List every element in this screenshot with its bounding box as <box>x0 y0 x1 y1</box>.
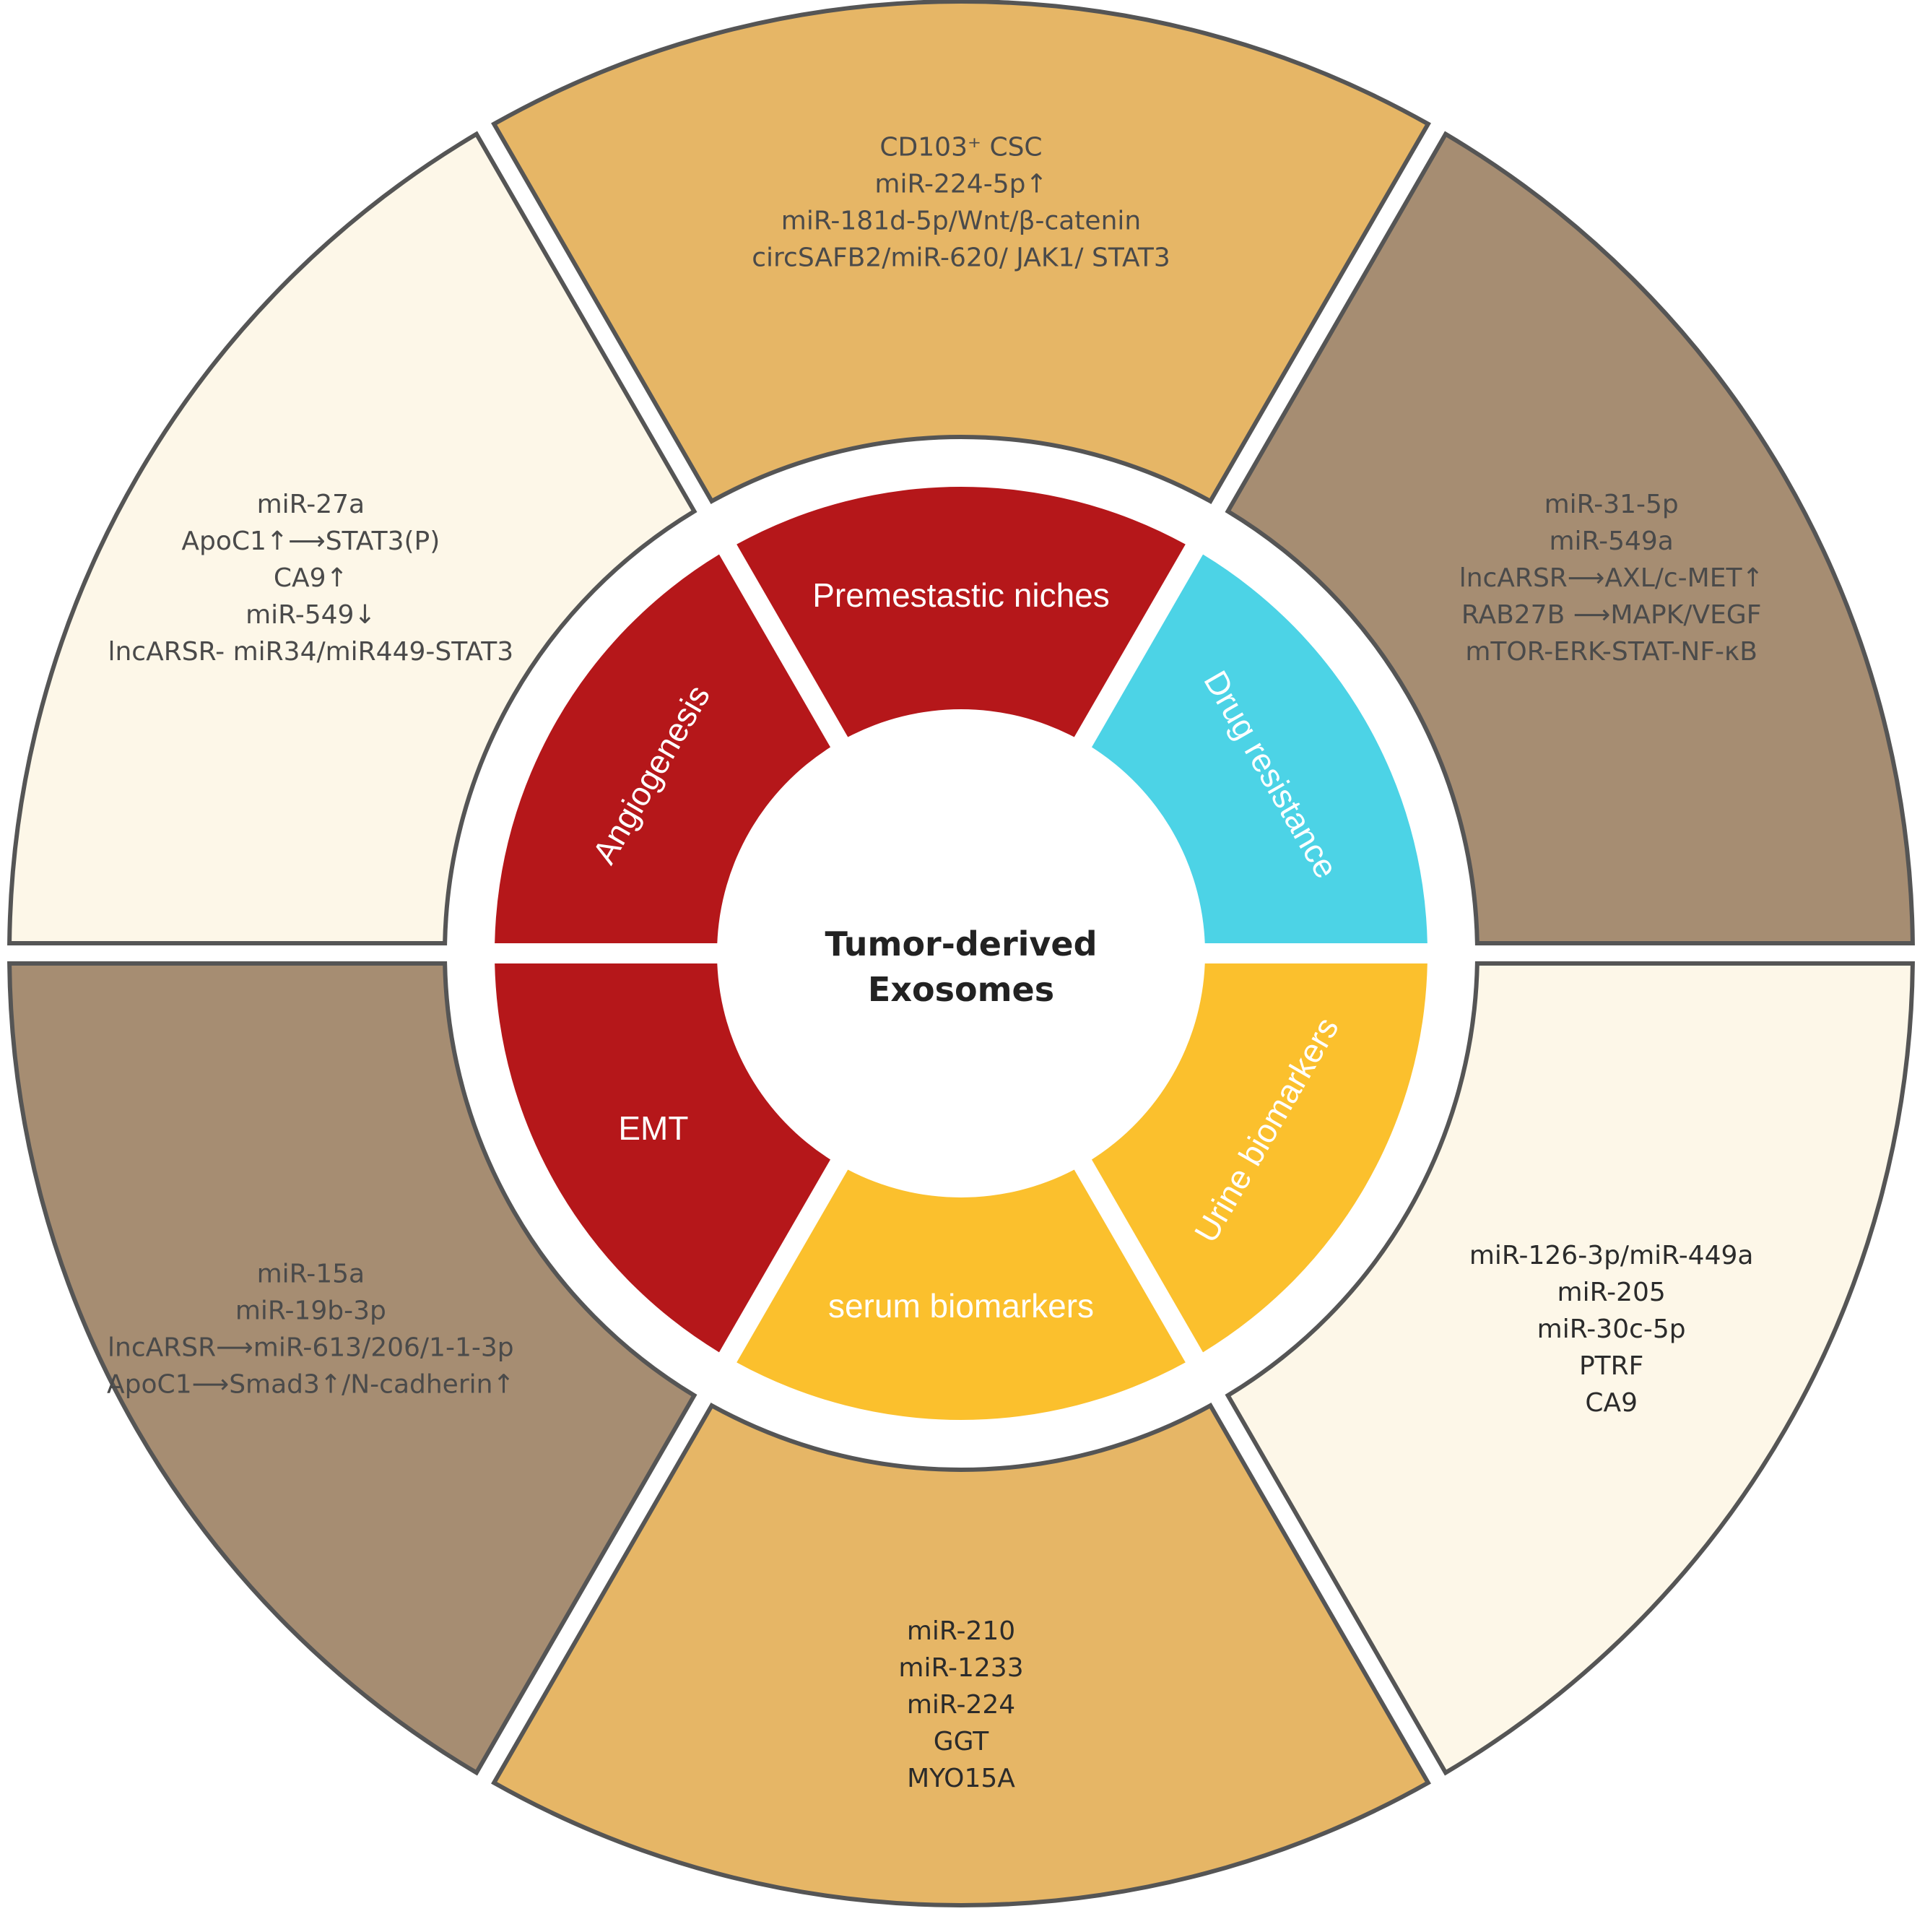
center-hub: Tumor-derived Exosomes <box>718 710 1204 1197</box>
outer-line: ApoC1↑⟶STAT3(P) <box>181 527 440 556</box>
inner-segment-premetastatic <box>736 486 1186 737</box>
outer-line: circSAFB2/miR-620/ JAK1/ STAT3 <box>752 243 1170 273</box>
outer-line: miR-549↓ <box>245 600 376 630</box>
outer-line: lncARSR- miR34/miR449-STAT3 <box>108 637 513 667</box>
inner-label-premetastatic: Premestastic niches <box>812 576 1110 614</box>
outer-line: miR-30c-5p <box>1537 1314 1686 1344</box>
outer-line: mTOR-ERK-STAT-NF-κB <box>1465 637 1757 667</box>
outer-line: CA9↑ <box>274 563 348 593</box>
outer-line: miR-19b-3p <box>235 1296 386 1326</box>
inner-label-serum: serum biomarkers <box>828 1287 1094 1325</box>
center-title-line1: Tumor-derived <box>825 924 1097 963</box>
outer-line: miR-126-3p/miR-449a <box>1469 1241 1754 1270</box>
outer-text-drug: miR-31-5p miR-549a lncARSR⟶AXL/c-MET↑ RAB27… <box>1459 490 1764 667</box>
outer-text-premetastatic: CD103⁺ CSC miR-224-5p↑ miR-181d-5p/Wnt/β-c… <box>752 133 1170 273</box>
outer-line: miR-549a <box>1549 527 1673 556</box>
outer-segment-drug <box>1225 131 1915 945</box>
outer-line: RAB27B ⟶MAPK/VEGF <box>1461 600 1762 630</box>
outer-line: miR-1233 <box>898 1653 1023 1683</box>
outer-line: miR-15a <box>257 1260 365 1289</box>
center-circle <box>718 710 1204 1197</box>
inner-label-emt: EMT <box>618 1109 688 1147</box>
outer-line: miR-210 <box>907 1616 1015 1646</box>
outer-line: ApoC1⟶Smad3↑/N-cadherin↑ <box>107 1370 515 1400</box>
outer-line: GGT <box>934 1727 990 1756</box>
inner-segment-drug <box>1091 554 1428 943</box>
inner-segment-urine <box>1091 963 1428 1353</box>
outer-ring: CD103⁺ CSC miR-224-5p↑ miR-181d-5p/Wnt/β-c… <box>7 0 1915 1907</box>
outer-line: MYO15A <box>907 1764 1015 1793</box>
outer-line: CA9 <box>1585 1388 1638 1418</box>
outer-line: lncARSR⟶miR-613/206/1-1-3p <box>108 1333 514 1363</box>
outer-segment-emt <box>7 961 698 1776</box>
outer-segment-angio <box>7 131 698 945</box>
outer-line: CD103⁺ CSC <box>879 133 1042 163</box>
inner-segment-angio <box>495 554 831 943</box>
outer-line: miR-224-5p↑ <box>874 170 1047 199</box>
inner-segment-emt <box>495 963 831 1353</box>
outer-segment-urine <box>1225 961 1915 1776</box>
inner-segment-serum <box>736 1169 1186 1420</box>
outer-segment-premetastatic <box>491 0 1431 504</box>
center-title-line2: Exosomes <box>868 970 1054 1009</box>
outer-line: miR-181d-5p/Wnt/β-catenin <box>781 207 1141 236</box>
outer-line: miR-205 <box>1557 1278 1666 1307</box>
outer-line: miR-31-5p <box>1544 490 1679 519</box>
outer-line: lncARSR⟶AXL/c-MET↑ <box>1459 563 1764 593</box>
outer-text-emt: miR-15a miR-19b-3p lncARSR⟶miR-613/206/1-1… <box>107 1260 515 1400</box>
outer-segment-serum <box>491 1403 1431 1907</box>
outer-line: miR-27a <box>257 490 365 519</box>
outer-line: PTRF <box>1579 1351 1643 1381</box>
outer-line: miR-224 <box>907 1690 1015 1720</box>
